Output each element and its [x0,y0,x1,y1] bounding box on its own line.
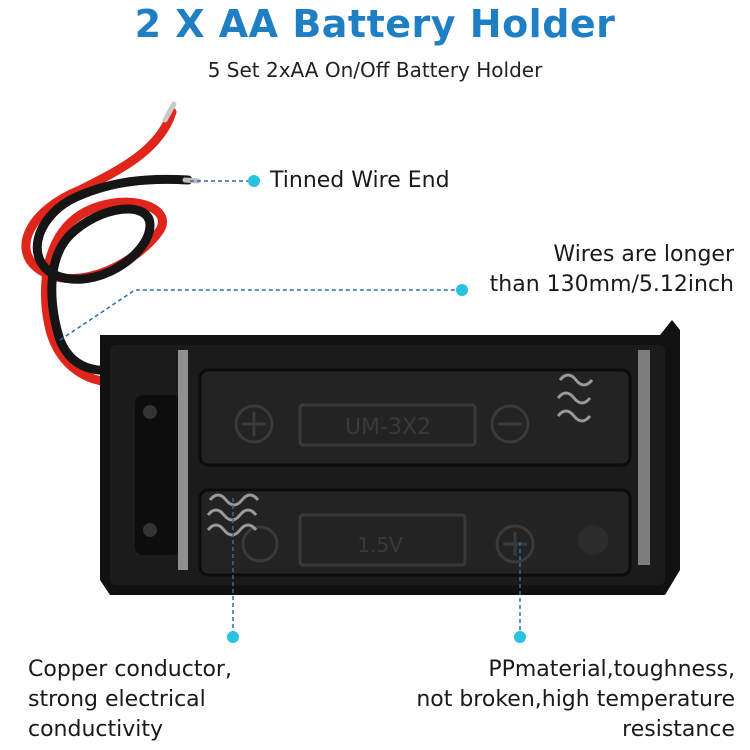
red-wire [21,107,177,387]
bottom-cell-marking: 1.5V [357,533,403,557]
page-subtitle: 5 Set 2xAA On/Off Battery Holder [207,58,543,82]
minus-mark-bottom [241,525,279,563]
minus-mark-top [490,404,530,444]
left-contact-plate [178,350,188,570]
callout-material: PPmaterial,toughness, not broken,high te… [380,655,735,745]
on-off-switch [135,395,180,555]
dot-copper [227,631,239,643]
spring-contacts [206,373,594,537]
callout-copper-line2: strong electrical [28,687,206,712]
bottom-battery-bay [198,488,632,577]
callout-copper-line1: Copper conductor, [28,657,232,682]
wire-bundle [21,101,201,387]
callout-material-line3: resistance [622,717,735,742]
callout-dots [227,175,526,643]
callout-wire-length-line2: than 130mm/5.12inch [489,272,734,297]
callout-material-line1: PPmaterial,toughness, [488,657,735,682]
black-wire [32,174,193,375]
callout-copper-line3: conductivity [28,717,164,742]
dot-tinned-wire [248,175,260,187]
right-contact-plate [638,350,650,565]
top-battery-bay [198,368,632,467]
dot-material [514,631,526,643]
callout-wire-length: Wires are longer than 130mm/5.12inch [450,240,734,300]
dot-wire-length [456,284,468,296]
plus-mark-bottom [495,524,535,564]
top-cell-marking: UM-3X2 [345,415,431,440]
callout-material-line2: not broken,high temperature [416,687,735,712]
tinned-tip-red [162,101,177,123]
callout-wire-length-line1: Wires are longer [553,242,734,267]
callout-lines [59,180,521,632]
rivet [578,525,608,555]
plus-mark-top [234,404,274,444]
callout-tinned-wire: Tinned Wire End [270,168,450,193]
page-title: 2 X AA Battery Holder [134,2,616,46]
battery-holder: UM-3X2 1.5V [100,320,680,595]
callout-copper: Copper conductor, strong electrical cond… [28,655,232,745]
